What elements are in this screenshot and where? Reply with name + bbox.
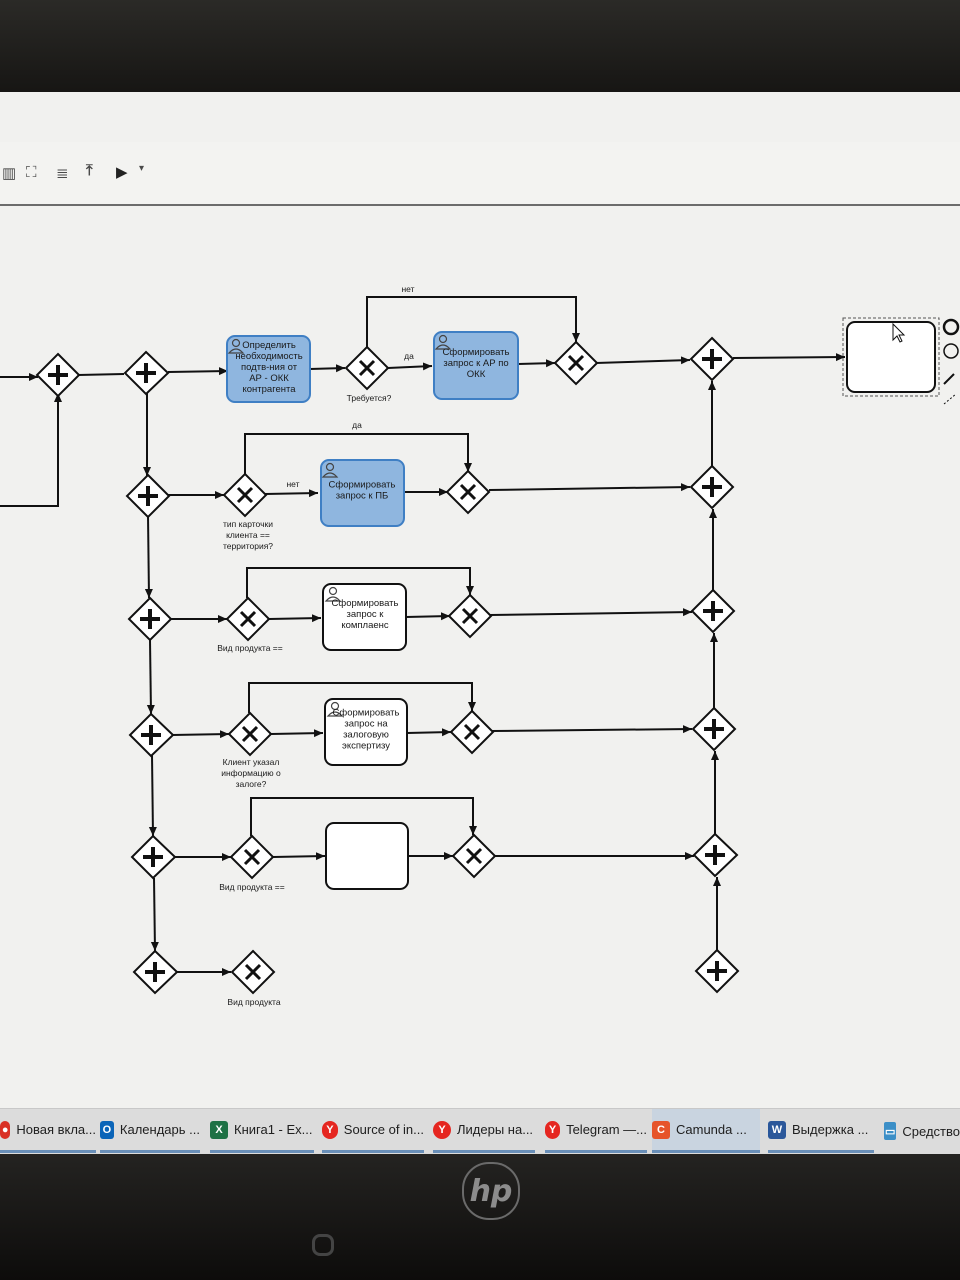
yandex-browser-icon: Y	[545, 1120, 561, 1139]
selection-frame	[842, 317, 940, 397]
flow-label-no: нет	[286, 479, 299, 489]
user-icon	[321, 462, 339, 478]
deploy-icon[interactable]: ⤒	[86, 162, 93, 179]
taskbar-item-excel[interactable]: X Книга1 - Ex...	[210, 1109, 314, 1153]
flow-label-yes: да	[404, 351, 414, 361]
parallel-gateway[interactable]	[691, 706, 737, 752]
taskbar-item-yandex-2[interactable]: Y Лидеры на...	[433, 1109, 535, 1153]
selected-task[interactable]	[846, 321, 936, 393]
gateway-label-product-3: Вид продукта	[227, 997, 280, 1007]
taskbar-item-camunda[interactable]: C Camunda ...	[652, 1109, 760, 1153]
context-pad[interactable]	[942, 318, 960, 405]
flow-label-no: нет	[401, 284, 414, 294]
taskbar-item-chrome[interactable]: ● Новая вкла...	[0, 1109, 96, 1153]
parallel-gateway[interactable]	[123, 350, 170, 396]
user-icon	[227, 338, 245, 354]
intermediate-event-icon[interactable]	[943, 343, 959, 359]
user-icon	[324, 586, 342, 602]
parallel-gateway[interactable]	[130, 834, 177, 880]
user-icon	[326, 701, 344, 717]
parallel-gateway[interactable]	[132, 949, 179, 995]
parallel-gateway[interactable]	[690, 588, 736, 634]
outlook-icon: O	[100, 1120, 114, 1139]
exclusive-gateway[interactable]	[225, 596, 271, 642]
screenshot-tool-icon: ▭	[884, 1122, 897, 1140]
modeler-toolbar	[0, 142, 960, 206]
end-event-icon[interactable]	[942, 318, 960, 336]
exclusive-gateway[interactable]	[449, 709, 495, 755]
user-task-4[interactable]	[322, 583, 407, 651]
sequence-flows	[0, 296, 846, 976]
parallel-gateway[interactable]	[125, 473, 171, 519]
parallel-gateway[interactable]	[128, 712, 175, 758]
empty-task[interactable]	[325, 822, 409, 890]
hp-logo: hp	[462, 1162, 520, 1220]
webcam-shutter	[312, 1234, 334, 1256]
camunda-icon: C	[652, 1120, 670, 1139]
user-icon	[434, 334, 452, 350]
yandex-browser-icon: Y	[322, 1120, 338, 1139]
cursor-icon	[892, 322, 906, 343]
parallel-gateway[interactable]	[35, 352, 81, 398]
parallel-gateway[interactable]	[127, 596, 173, 642]
exclusive-gateway[interactable]	[344, 345, 390, 391]
exclusive-gateway[interactable]	[222, 472, 268, 518]
chart-icon[interactable]: ▥	[2, 165, 17, 182]
parallel-gateway[interactable]	[692, 832, 739, 878]
exclusive-gateway[interactable]	[229, 834, 275, 880]
exclusive-gateway[interactable]	[447, 593, 493, 639]
map-icon[interactable]: ⛶	[26, 164, 37, 181]
monitor-bezel-top	[0, 0, 960, 100]
parallel-gateway[interactable]	[689, 336, 735, 382]
taskbar-item-word[interactable]: W Выдержка ...	[768, 1109, 874, 1153]
exclusive-gateway[interactable]	[445, 469, 491, 515]
taskbar-item-outlook[interactable]: O Календарь ...	[100, 1109, 200, 1153]
gateway-label-product-1: Вид продукта ==	[217, 643, 282, 653]
taskbar-item-yandex-1[interactable]: Y Source of in...	[322, 1109, 424, 1153]
run-icon[interactable]: ▶	[116, 164, 128, 181]
gateway-label-product-2: Вид продукта ==	[219, 882, 284, 892]
exclusive-gateway[interactable]	[230, 949, 276, 995]
dropdown-icon[interactable]: ▾	[139, 163, 145, 174]
user-task-2[interactable]	[433, 331, 519, 400]
user-icons	[227, 334, 452, 717]
yandex-browser-icon: Y	[433, 1120, 451, 1139]
word-icon: W	[768, 1120, 786, 1139]
exclusive-gateway[interactable]	[451, 833, 497, 879]
windows-taskbar: ● Новая вкла... O Календарь ... X Книга1…	[0, 1108, 960, 1155]
user-task-5[interactable]	[324, 698, 408, 766]
user-task-1[interactable]	[226, 335, 311, 403]
flow-label-yes: да	[352, 420, 362, 430]
list-icon[interactable]: ≣	[56, 165, 69, 182]
exclusive-gateway[interactable]	[227, 711, 273, 757]
excel-icon: X	[210, 1120, 228, 1139]
taskbar-item-yandex-3[interactable]: Y Telegram —...	[545, 1109, 647, 1153]
parallel-gateway[interactable]	[689, 464, 735, 510]
taskbar-item-snipping-tool[interactable]: ▭ Средство	[884, 1122, 960, 1140]
chrome-icon: ●	[0, 1120, 11, 1139]
association-icon[interactable]	[943, 393, 957, 405]
connect-icon[interactable]	[943, 373, 955, 385]
exclusive-gateway[interactable]	[553, 340, 599, 386]
gateway-label-required: Требуется?	[347, 393, 392, 403]
parallel-gateway[interactable]	[694, 948, 740, 994]
user-task-3[interactable]	[320, 459, 405, 527]
